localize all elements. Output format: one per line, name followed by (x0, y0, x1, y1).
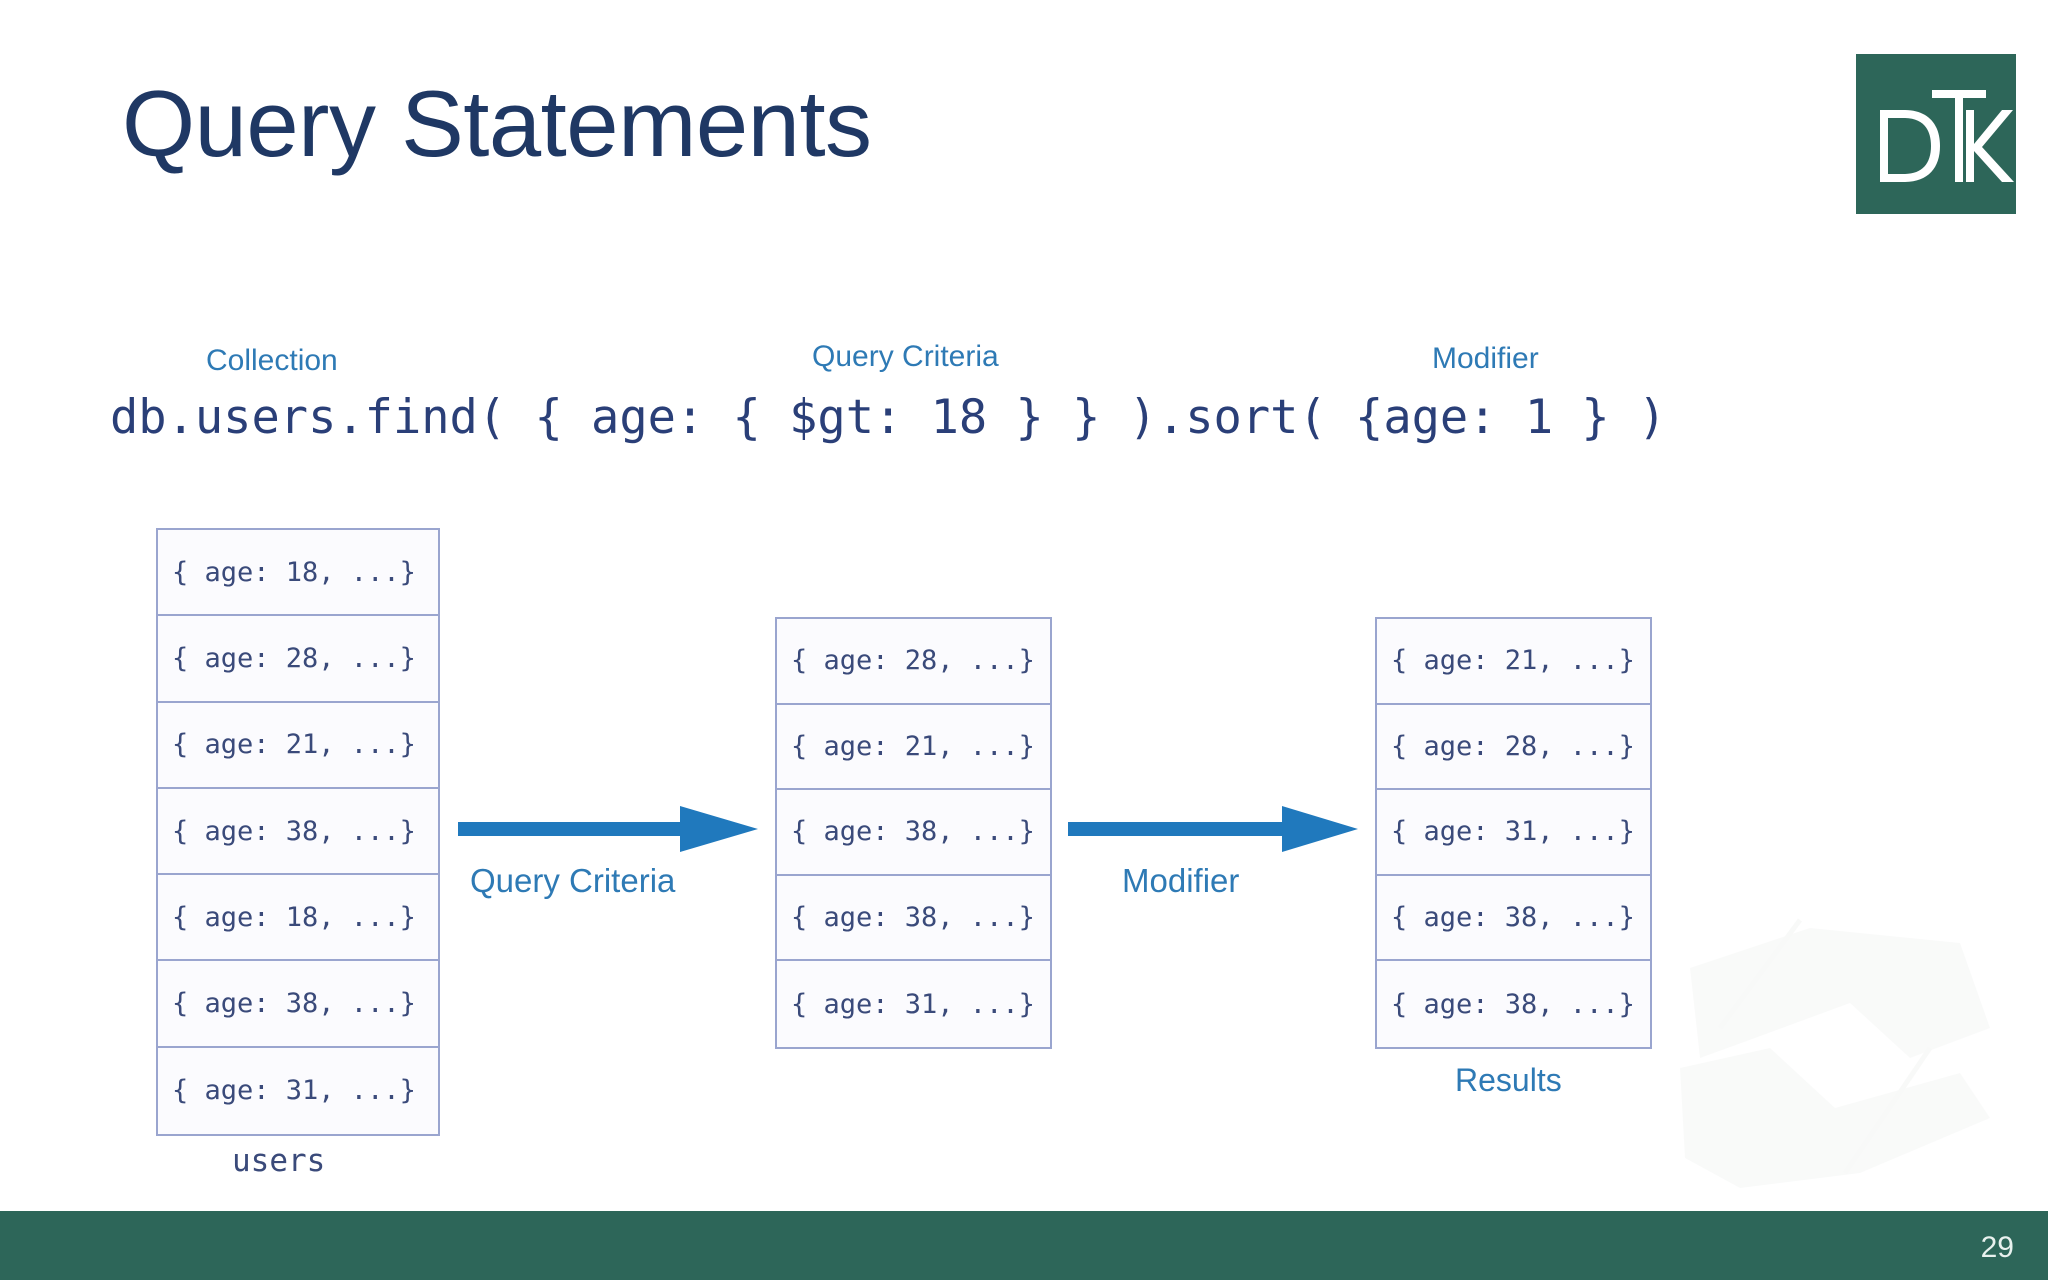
document-row: { age: 28, ...} (158, 616, 438, 703)
arrow-label-query-criteria: Query Criteria (470, 862, 676, 899)
document-row: { age: 38, ...} (158, 788, 438, 876)
document-row: { age: 31, ...} (1377, 790, 1650, 876)
document-row: { age: 28, ...} (777, 619, 1050, 705)
dtk-logo-icon (1880, 90, 2014, 182)
document-row: { age: 21, ...} (777, 704, 1050, 791)
callout-label-modifier: Modifier (1432, 342, 1539, 375)
document-row: { age: 38, ...} (777, 875, 1050, 962)
page-number: 29 (1980, 1231, 2014, 1264)
arrow-modifier-icon (1068, 806, 1358, 852)
document-row: { age: 18, ...} (158, 875, 438, 962)
document-row: { age: 18, ...} (158, 530, 438, 617)
document-row: { age: 21, ...} (1377, 619, 1650, 705)
footer-bar: 29 (0, 1211, 2048, 1280)
background-watermark-image (1680, 918, 1990, 1188)
table-caption-results: Results (1455, 1062, 1562, 1098)
page-title: Query Statements (122, 71, 872, 176)
dtk-logo (1856, 54, 2016, 214)
document-row: { age: 21, ...} (158, 702, 438, 789)
document-row: { age: 31, ...} (158, 1047, 438, 1135)
document-row: { age: 28, ...} (1377, 704, 1650, 791)
collection-table-users: { age: 18, ...} { age: 28, ...} { age: 2… (156, 528, 440, 1136)
document-row: { age: 38, ...} (1377, 875, 1650, 962)
filtered-table: { age: 28, ...} { age: 21, ...} { age: 3… (775, 617, 1052, 1049)
callout-label-collection: Collection (206, 344, 338, 377)
query-statement-code: db.users.find( { age: { $gt: 18 } } ).so… (110, 390, 1667, 445)
callout-label-query-criteria: Query Criteria (812, 340, 999, 373)
document-row: { age: 38, ...} (158, 961, 438, 1048)
document-row: { age: 31, ...} (777, 961, 1050, 1047)
document-row: { age: 38, ...} (1377, 961, 1650, 1047)
arrow-query-criteria-icon (458, 806, 758, 852)
table-caption-users: users (232, 1143, 326, 1179)
document-row: { age: 38, ...} (777, 790, 1050, 876)
arrow-label-modifier: Modifier (1122, 862, 1240, 899)
results-table: { age: 21, ...} { age: 28, ...} { age: 3… (1375, 617, 1652, 1049)
